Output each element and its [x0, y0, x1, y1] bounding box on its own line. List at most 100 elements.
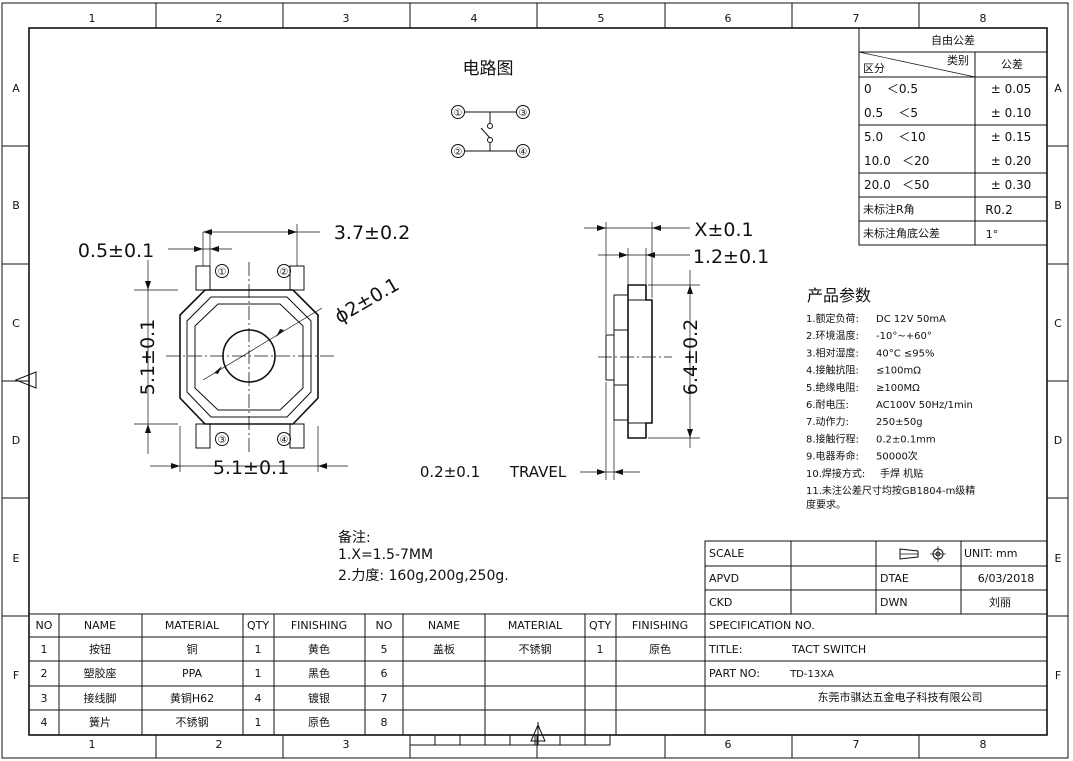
row-label: B	[12, 199, 20, 212]
param-label: 1.额定负荷:	[806, 312, 859, 325]
centering-mark-left	[14, 371, 37, 389]
params-note-2: 度要求。	[806, 498, 846, 511]
param-value: DC 12V 50mA	[876, 314, 946, 325]
bom-cell: 簧片	[89, 715, 111, 729]
tol-range: 20.0 ＜50	[864, 178, 929, 192]
col-label: 3	[343, 738, 350, 751]
date-value: 6/03/2018	[978, 572, 1034, 585]
bom-cell: 黑色	[308, 666, 330, 680]
row-label: F	[1055, 669, 1061, 682]
param-label: 8.接触行程:	[806, 432, 859, 445]
param-value: 0.2±0.1mm	[876, 434, 936, 445]
tol-value: ± 0.20	[991, 154, 1032, 168]
bom-cell: 不锈钢	[176, 716, 209, 729]
tol-range: 10.0 ＜20	[864, 154, 929, 168]
pin-3-label: ③	[519, 108, 528, 119]
product-params: 产品参数 1.额定负荷:DC 12V 50mA2.环境温度:-10°~+60°3…	[806, 286, 975, 511]
param-value: -10°~+60°	[876, 331, 932, 342]
bom-cell: 1	[41, 643, 48, 656]
bom-cell: 4	[255, 692, 262, 705]
bom-header: NO	[376, 619, 393, 632]
row-label: A	[12, 82, 20, 95]
col-label: 4	[471, 12, 478, 25]
bom-header: MATERIAL	[508, 619, 563, 632]
pin-mark-2: ②	[280, 267, 289, 278]
tol-angle-value: 1°	[986, 228, 999, 241]
tol-range: 5.0 ＜10	[864, 130, 926, 144]
dim-x: X±0.1	[694, 219, 753, 241]
col-label: 2	[216, 12, 223, 25]
param-label: 9.电器寿命:	[806, 450, 859, 463]
bom-cell: 原色	[649, 642, 671, 656]
bom-cell: 黄铜H62	[170, 691, 214, 705]
bom-cell: 1	[597, 643, 604, 656]
dim-base: 1.2±0.1	[693, 246, 769, 268]
drawer-name: 刘丽	[989, 596, 1011, 609]
pin-1-label: ①	[454, 108, 463, 119]
dim-button-dia: ϕ2±0.1	[331, 274, 403, 328]
tol-range: 0.5 ＜5	[864, 106, 918, 120]
bom-cell: 不锈钢	[519, 643, 552, 656]
tol-value: ± 0.15	[991, 130, 1032, 144]
travel-value: 0.2±0.1	[420, 463, 480, 481]
row-label: E	[13, 552, 20, 565]
pin-mark-3: ③	[218, 435, 227, 446]
title-label: TITLE:	[708, 643, 742, 656]
tolerance-table: 自由公差 类别 区分 公差 0 ＜0.5 0.5 ＜5 5.0 ＜10 10.0…	[858, 27, 1048, 246]
tol-header-category: 类别	[947, 53, 969, 67]
bom-header: NAME	[428, 619, 460, 632]
row-label: C	[1054, 317, 1062, 330]
ckd-label: CKD	[709, 596, 732, 609]
pin-4-circle	[516, 144, 530, 158]
bom-cell: 盖板	[433, 642, 455, 656]
param-value: ≥100MΩ	[876, 383, 920, 394]
bom-header: MATERIAL	[165, 619, 220, 632]
part-label: PART NO:	[709, 667, 760, 680]
bom-header: FINISHING	[632, 619, 688, 632]
col-label: 2	[216, 738, 223, 751]
col-label: 8	[980, 12, 987, 25]
projection-symbol-icon	[899, 546, 946, 562]
pin-2-label: ②	[454, 147, 463, 158]
remarks-title: 备注:	[338, 529, 371, 546]
bom-cell: 8	[381, 716, 388, 729]
col-label: 8	[980, 738, 987, 751]
param-label: 6.耐电压:	[806, 398, 849, 411]
bom-cell: 铜	[187, 642, 198, 656]
side-view: X±0.1 1.2±0.1 6.4±0.2 0.2±0.1 TRAVEL	[420, 219, 769, 481]
param-value: AC100V 50Hz/1min	[876, 400, 973, 411]
grid-labels: 1 2 3 4 5 6 7 8 1 2 3 6 7 8 A B C D E F …	[12, 12, 1062, 751]
tol-header-tol: 公差	[1001, 57, 1023, 71]
pin-4-label: ④	[519, 147, 528, 158]
dim-height: 5.1±0.1	[137, 319, 159, 395]
param-label: 4.接触抗阻:	[806, 364, 859, 377]
col-label: 7	[853, 738, 860, 751]
pin-bottom-left	[195, 423, 211, 449]
spec-label: SPECIFICATION NO.	[709, 619, 815, 632]
param-label: 3.相对湿度:	[806, 346, 859, 359]
unit-value: mm	[996, 547, 1017, 560]
bom-cell: 塑胶座	[84, 666, 117, 680]
row-label: D	[12, 434, 20, 447]
bom-cell: 1	[255, 643, 262, 656]
bom-header: QTY	[247, 619, 269, 632]
param-label: 7.动作力:	[806, 415, 849, 428]
bom-cell: 按钮	[89, 642, 111, 656]
row-label: E	[1055, 552, 1062, 565]
col-label: 6	[725, 738, 732, 751]
row-label: B	[1054, 199, 1062, 212]
remarks-line-1: 1.X=1.5-7MM	[338, 547, 433, 563]
centering-mark-bottom	[530, 722, 546, 745]
dwn-label: DWN	[880, 596, 908, 609]
remarks: 备注: 1.X=1.5-7MM 2.力度: 160g,200g,250g.	[338, 529, 509, 584]
scale-label: SCALE	[709, 547, 744, 560]
bom-cell: 1	[255, 716, 262, 729]
bom-cell: 镀银	[308, 691, 330, 705]
row-label: D	[1054, 434, 1062, 447]
pin-top-right	[289, 265, 305, 291]
pin-top-left	[195, 265, 211, 291]
tol-angle-label: 未标注角底公差	[863, 226, 940, 240]
part-value: TD-13XA	[789, 669, 834, 680]
remarks-line-2: 2.力度: 160g,200g,250g.	[338, 568, 509, 584]
